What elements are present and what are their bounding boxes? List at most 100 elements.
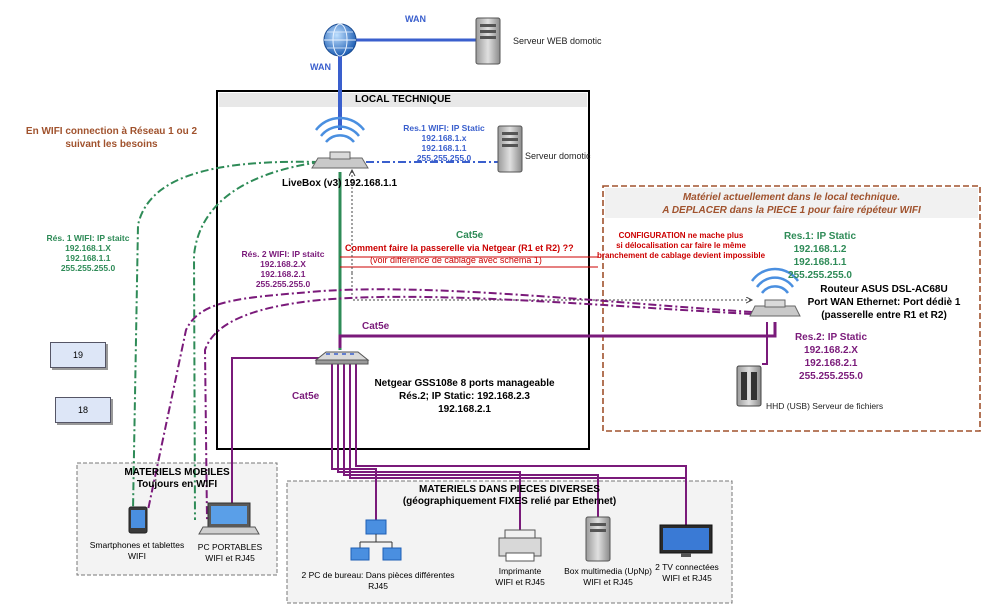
netgear-line2: Rés.2; IP Static: 192.168.2.3 <box>398 391 530 402</box>
fixed-title-line2: (géographiquement FIXES relié par Ethern… <box>402 496 617 507</box>
laptops-label: PC PORTABLES WIFI et RJ45 <box>188 542 272 564</box>
router-res2-line2: 192.168.2.X <box>804 345 858 356</box>
res2-wifi-line3: 192.168.2.1 <box>260 269 306 279</box>
laptop-icon <box>198 502 260 535</box>
wan-label-left: WAN <box>310 62 331 72</box>
smartphones-label: Smartphones et tablettes WIFI <box>82 540 192 562</box>
printer-label-line2: WIFI et RJ45 <box>495 577 545 587</box>
res2-wifi-line4: 255.255.255.0 <box>255 279 311 289</box>
wifi-note-line1: En WIFI connection à Réseau 1 ou 2 <box>25 126 198 137</box>
router-line2: Port WAN Ethernet: Port dédiè 1 <box>807 297 961 308</box>
media-box-label-line2: WIFI et RJ45 <box>583 577 633 587</box>
res1-wifi-line2: 192.168.1.x <box>421 133 467 143</box>
wifi-note-line2: suivant les besoins <box>65 139 158 150</box>
router-res2-line4: 255.255.255.0 <box>799 371 863 382</box>
netgear-switch-icon <box>314 351 370 365</box>
domotic-server-label: Serveur domotic <box>525 151 591 161</box>
router-hdd-link <box>762 322 768 365</box>
router-res1-line4: 255.255.255.0 <box>788 270 852 281</box>
smartphone-icon <box>128 506 148 534</box>
cat5e-green-label: Cat5e <box>456 230 484 241</box>
relocation-header <box>605 188 978 218</box>
relocation-title-line1: Matériel actuellement dans le local tech… <box>682 192 901 203</box>
printer-label: Imprimante WIFI et RJ45 <box>480 566 560 588</box>
config-warning-line2: si délocalisation car faire le même <box>616 241 746 250</box>
res1-mobile-line3: 192.168.1.1 <box>65 253 111 263</box>
local-technique-box <box>216 90 590 450</box>
relocation-box <box>602 185 981 432</box>
arrow-to-router <box>351 273 752 300</box>
hdd-icon <box>736 365 762 407</box>
fixed-title-line1: MATERIELS DANS PIECES DIVERSES <box>419 484 600 495</box>
local-technique-title: LOCAL TECHNIQUE <box>355 94 451 105</box>
fixed-device-cables <box>331 362 687 530</box>
netgear-line1: Netgear GSS108e 8 ports manageable <box>374 378 555 389</box>
cat5e-purple-top-label: Cat5e <box>362 321 390 332</box>
desktop-pcs-icon <box>350 519 402 561</box>
livebox-label: LiveBox (v3) 192.168.1.1 <box>282 178 398 189</box>
config-note: (voir différence de cablage avec schéma … <box>370 255 542 265</box>
config-warning-line1: CONFIGURATION ne mache plus <box>618 231 744 240</box>
res1-wifi-block: Res.1 WIFI: IP Static 192.168.1.x 192.16… <box>385 123 503 163</box>
router-res1-line1: Res.1: IP Static <box>783 231 857 242</box>
media-box-label-line1: Box multimedia (UpNp) <box>564 566 652 576</box>
router-block: Routeur ASUS DSL-AC68U Port WAN Ethernet… <box>794 283 974 322</box>
router-res1-line2: 192.168.1.2 <box>793 244 847 255</box>
router-res2-line1: Res.2: IP Static <box>794 332 868 343</box>
router-res1-line3: 192.168.1.1 <box>793 257 847 268</box>
router-line1: Routeur ASUS DSL-AC68U <box>820 284 948 295</box>
router-res2-line3: 192.168.2.1 <box>804 358 858 369</box>
router-res1-block: Res.1: IP Static 192.168.1.2 192.168.1.1… <box>766 230 874 282</box>
box-18: 18 <box>55 397 111 423</box>
mobiles-title-line2: Toujours en WIFI <box>136 479 218 490</box>
livebox-router-icon <box>311 116 369 169</box>
desktops-label-line1: 2 PC de bureau: Dans pièces différentes <box>301 570 455 580</box>
res1-wifi-line1: Res.1 WIFI: IP Static <box>403 123 485 133</box>
res1-wifi-line4: 255.255.255.0 <box>416 153 472 163</box>
router-line3: (passerelle entre R1 et R2) <box>821 310 947 321</box>
router-res2-block: Res.2: IP Static 192.168.2.X 192.168.2.1… <box>776 331 886 383</box>
printer-icon <box>498 529 542 562</box>
res1-wifi-laptop <box>192 161 321 521</box>
tvs-label-line2: WIFI et RJ45 <box>662 573 712 583</box>
desktops-label: 2 PC de bureau: Dans pièces différentes … <box>293 570 463 592</box>
cat5e-switch-laptop <box>231 357 327 514</box>
desktops-label-line2: RJ45 <box>368 581 388 591</box>
relocation-title-line2: A DEPLACER dans la PIECE 1 pour faire ré… <box>662 205 921 216</box>
laptops-label-line1: PC PORTABLES <box>197 542 263 552</box>
media-box-label: Box multimedia (UpNp) WIFI et RJ45 <box>558 566 658 588</box>
res2-wifi-block: Rés. 2 WIFI: IP staitc 192.168.2.X 192.1… <box>233 249 333 289</box>
cat5e-switch-router <box>338 322 777 348</box>
cat5e-purple-left-label: Cat5e <box>292 391 320 402</box>
mobiles-title-line1: MATERIELS MOBILES <box>124 467 230 478</box>
laptops-label-line2: WIFI et RJ45 <box>205 553 255 563</box>
web-server-label: Serveur WEB domotic <box>513 36 602 46</box>
wan-label-top: WAN <box>405 14 426 24</box>
hdd-label: HHD (USB) Serveur de fichiers <box>766 401 884 411</box>
domotic-server-icon <box>497 125 523 173</box>
smartphones-label-line2: WIFI <box>128 551 146 561</box>
res2-wifi-laptop <box>203 295 753 521</box>
asus-router-icon <box>749 267 801 317</box>
res1-mobile-block: Rés. 1 WIFI: IP staitc 192.168.1.X 192.1… <box>38 233 138 273</box>
res1-wifi-line3: 192.168.1.1 <box>421 143 467 153</box>
res1-mobile-line4: 255.255.255.0 <box>60 263 116 273</box>
netgear-block: Netgear GSS108e 8 ports manageable Rés.2… <box>362 377 567 416</box>
res1-mobile-line2: 192.168.1.X <box>65 243 111 253</box>
box-19: 19 <box>50 342 106 368</box>
res2-wifi-smartphones <box>147 288 753 511</box>
tvs-label-line1: 2 TV connectées <box>655 562 719 572</box>
res1-wifi-smartphones <box>132 160 321 511</box>
config-warning-line3: branchement de cablage devient impossibl… <box>596 251 766 260</box>
res2-wifi-line2: 192.168.2.X <box>260 259 306 269</box>
printer-label-line1: Imprimante <box>498 566 542 576</box>
web-server-icon <box>475 17 501 65</box>
mobiles-title: MATERIELS MOBILES Toujours en WIFI <box>77 467 277 491</box>
res2-wifi-line1: Rés. 2 WIFI: IP staitc <box>241 249 325 259</box>
tv-icon <box>659 524 713 557</box>
fixed-title: MATERIELS DANS PIECES DIVERSES (géograph… <box>287 484 732 508</box>
res1-mobile-line1: Rés. 1 WIFI: IP staitc <box>46 233 130 243</box>
local-technique-header <box>219 93 587 107</box>
smartphones-label-line1: Smartphones et tablettes <box>89 540 185 550</box>
